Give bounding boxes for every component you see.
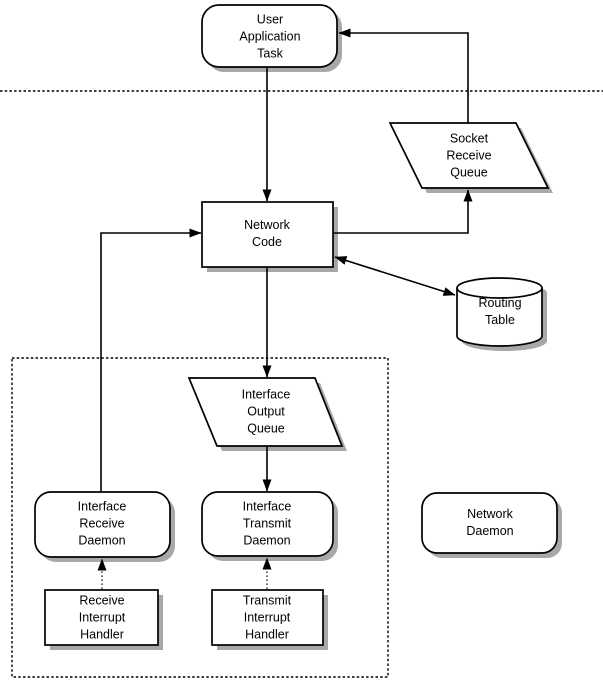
edge-socket-queue-to-user-app [338, 28, 469, 123]
node-routing-table [456, 277, 547, 352]
transmit-interrupt-handler-label: Transmit Interrupt Handler [242, 593, 292, 642]
node-transmit-interrupt-handler [211, 589, 328, 650]
interface-layer-boundary-box [11, 357, 389, 678]
interface-receive-daemon-label: Interface Receive Daemon [77, 499, 127, 548]
interface-transmit-daemon-label: Interface Transmit Daemon [242, 499, 292, 548]
network-code-label: Network Code [244, 218, 290, 249]
node-user-application-task [201, 4, 342, 72]
edge-network-code-to-socket-queue [333, 189, 473, 234]
interface-output-queue-label: Interface Output Queue [241, 387, 291, 436]
receive-interrupt-handler-label: Receive Interrupt Handler [78, 593, 126, 642]
node-socket-receive-queue [388, 122, 553, 193]
node-network-daemon [421, 492, 562, 558]
user-application-task-label: User Application Task [239, 12, 301, 61]
node-interface-transmit-daemon [201, 491, 338, 561]
node-network-code [201, 201, 338, 272]
routing-table-label: Routing Table [478, 296, 522, 327]
edge-network-code-routing-table-bidirectional [334, 256, 456, 296]
node-interface-output-queue [187, 377, 347, 451]
edge-receive-daemon-to-network-code [100, 228, 202, 492]
node-receive-interrupt-handler [44, 589, 163, 650]
socket-receive-queue-label: Socket Receive Queue [446, 131, 492, 180]
node-interface-receive-daemon [34, 491, 175, 562]
network-daemon-label: Network Daemon [466, 507, 514, 538]
